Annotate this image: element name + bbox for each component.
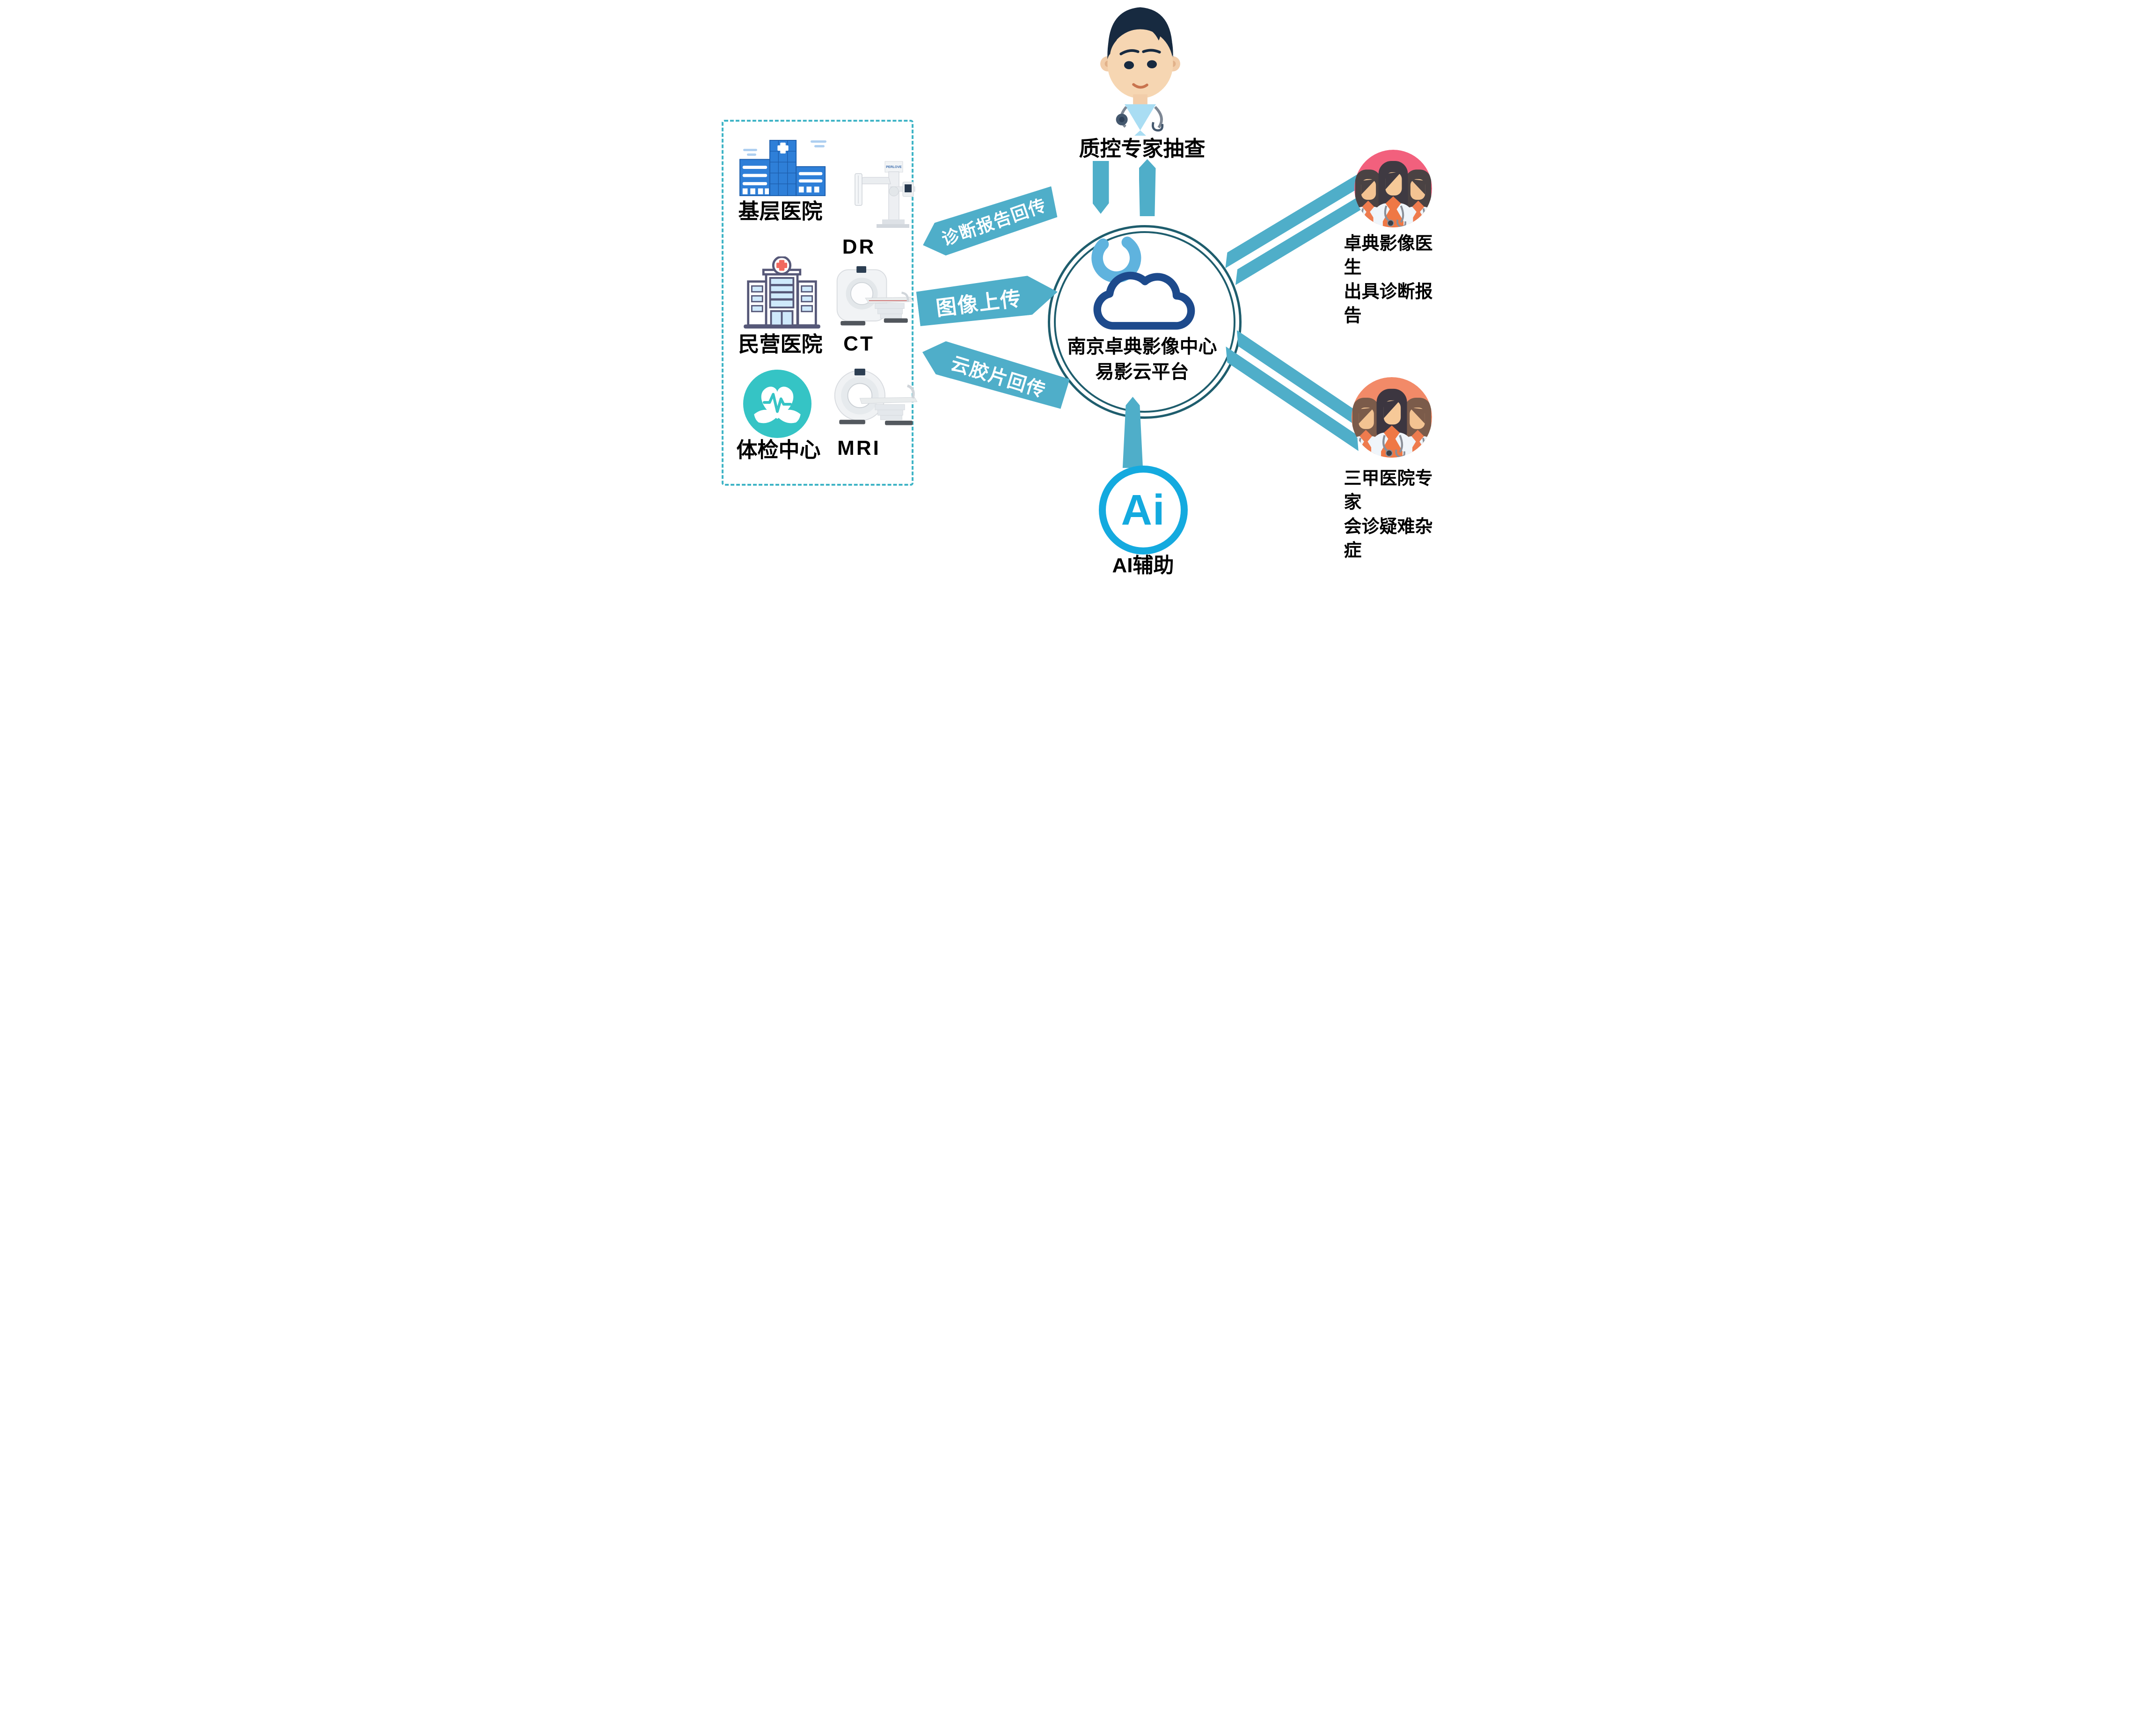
- radiologist-group-avatar: [1354, 150, 1432, 227]
- arrow-ai-up: [1122, 397, 1143, 468]
- facility-label-checkup-center: 体检中心: [736, 438, 821, 462]
- decor-dash-icon: [810, 140, 826, 143]
- facility-label-private-hospital: 民营医院: [738, 332, 823, 356]
- qc-expert-doctor-avatar: [1092, 1, 1188, 136]
- flow-banner-report-back-label: 诊断报告回传: [939, 195, 1049, 249]
- primary-hospital-icon: [738, 139, 829, 197]
- flow-banner-image-upload: 图像上传: [915, 272, 1060, 328]
- cloud-logo-icon: [1085, 232, 1199, 335]
- expert-group-caption: 三甲医院专家 会诊疑难杂症: [1344, 467, 1438, 563]
- ct-machine-image: [834, 266, 914, 328]
- decor-dash-icon: [746, 153, 756, 156]
- device-label-mri: MRI: [837, 437, 881, 459]
- checkup-center-icon: [743, 370, 811, 438]
- radiologist-group-caption: 卓典影像医生 出具诊断报告: [1344, 232, 1438, 328]
- platform-name-line1: 南京卓典影像中心: [1067, 336, 1217, 357]
- dr-brand-text: PERLOVE: [886, 166, 902, 169]
- platform-name-line2: 易影云平台: [1095, 362, 1189, 382]
- dr-machine-image: PERLOVE: [848, 159, 918, 233]
- platform-circle-inner-ring: [1053, 231, 1235, 413]
- decor-dash-icon: [814, 145, 825, 147]
- ai-badge-text: Ai: [1121, 486, 1165, 534]
- flow-banner-image-upload-label: 图像上传: [934, 287, 1023, 321]
- expert-caption-line2: 会诊疑难杂症: [1344, 517, 1433, 561]
- facility-label-primary-hospital: 基层医院: [738, 199, 823, 223]
- private-hospital-icon: [742, 255, 822, 330]
- flow-banner-report-back: 诊断报告回传: [917, 183, 1061, 262]
- ai-badge: Ai: [1098, 466, 1188, 554]
- radiologist-caption-line1: 卓典影像医生: [1344, 234, 1433, 278]
- diagram-canvas: 基层医院 PERLOVE DR: [718, 0, 1438, 576]
- flow-banner-cloud-film-back-label: 云胶片回传: [948, 353, 1048, 402]
- ai-label: AI辅助: [1112, 554, 1174, 576]
- radiologist-caption-line2: 出具诊断报告: [1344, 282, 1433, 326]
- arrow-expert-up: [1139, 159, 1156, 216]
- qc-expert-label: 质控专家抽查: [1079, 137, 1206, 160]
- device-label-dr: DR: [842, 235, 876, 258]
- platform-circle: [1047, 225, 1242, 419]
- flow-banner-cloud-film-back: 云胶片回传: [917, 335, 1070, 412]
- expert-caption-line1: 三甲医院专家: [1344, 469, 1433, 513]
- arrow-band-icon: [1219, 346, 1366, 451]
- arrow-expert-down: [1092, 161, 1109, 214]
- facility-group-box: [721, 120, 914, 486]
- expert-group-avatar: [1351, 377, 1432, 458]
- decor-dash-icon: [743, 149, 757, 151]
- mri-machine-image: [832, 365, 918, 434]
- device-label-ct: CT: [843, 332, 875, 355]
